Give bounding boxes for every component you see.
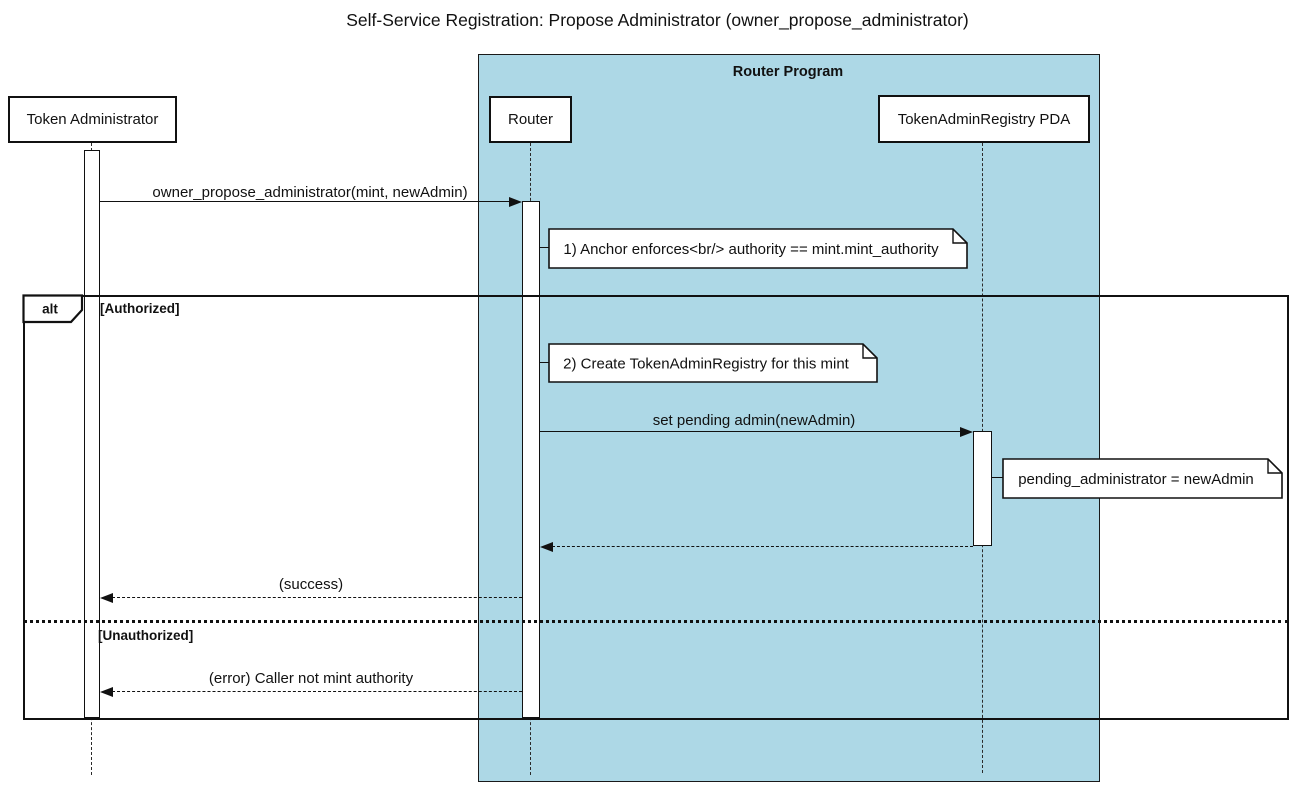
message-error-label: (error) Caller not mint authority bbox=[208, 670, 414, 687]
router-program-label: Router Program bbox=[732, 64, 844, 80]
message-propose-label: owner_propose_administrator(mint, newAdm… bbox=[152, 184, 468, 201]
participant-token-administrator-label: Token Administrator bbox=[26, 111, 159, 128]
alt-condition-unauthorized: [Unauthorized] bbox=[98, 628, 194, 643]
participant-token-admin-registry-pda-label: TokenAdminRegistry PDA bbox=[897, 110, 1071, 128]
alt-frame bbox=[23, 295, 1289, 720]
note-anchor-connector bbox=[539, 247, 549, 248]
arrowhead-icon bbox=[509, 197, 522, 207]
note-pending-admin: pending_administrator = newAdmin bbox=[1002, 458, 1283, 499]
arrowhead-icon bbox=[960, 427, 973, 437]
note-anchor-enforces-text: 1) Anchor enforces<br/> authority == min… bbox=[563, 241, 939, 258]
message-success-label: (success) bbox=[278, 576, 344, 593]
participant-token-admin-registry-pda: TokenAdminRegistry PDA bbox=[878, 95, 1090, 143]
alt-condition-authorized: [Authorized] bbox=[100, 301, 180, 316]
participant-token-administrator: Token Administrator bbox=[8, 96, 177, 143]
note-create-registry-text: 2) Create TokenAdminRegistry for this mi… bbox=[563, 356, 849, 373]
activation-token-admin-registry-pda bbox=[973, 431, 992, 546]
activation-router bbox=[522, 201, 540, 718]
note-anchor-enforces: 1) Anchor enforces<br/> authority == min… bbox=[548, 228, 968, 269]
note-create-registry: 2) Create TokenAdminRegistry for this mi… bbox=[548, 343, 878, 383]
note-create-connector bbox=[539, 362, 549, 363]
router-program-container bbox=[478, 54, 1100, 782]
participant-router: Router bbox=[489, 96, 572, 143]
note-pending-admin-text: pending_administrator = newAdmin bbox=[1018, 471, 1254, 488]
diagram-title: Self-Service Registration: Propose Admin… bbox=[346, 10, 969, 30]
activation-token-administrator bbox=[84, 150, 100, 718]
message-success-line bbox=[112, 597, 522, 598]
message-set-pending-line bbox=[540, 431, 961, 432]
participant-router-label: Router bbox=[507, 111, 554, 128]
alt-frame-operator: alt bbox=[42, 302, 58, 317]
arrowhead-icon bbox=[100, 593, 113, 603]
message-return-line bbox=[552, 546, 973, 547]
arrowhead-icon bbox=[540, 542, 553, 552]
alt-frame-divider bbox=[23, 620, 1289, 623]
arrowhead-icon bbox=[100, 687, 113, 697]
alt-frame-tab: alt bbox=[22, 294, 84, 324]
message-error-line bbox=[112, 691, 522, 692]
note-pending-connector bbox=[991, 477, 1003, 478]
message-propose-line bbox=[100, 201, 510, 202]
message-set-pending-label: set pending admin(newAdmin) bbox=[652, 412, 856, 429]
